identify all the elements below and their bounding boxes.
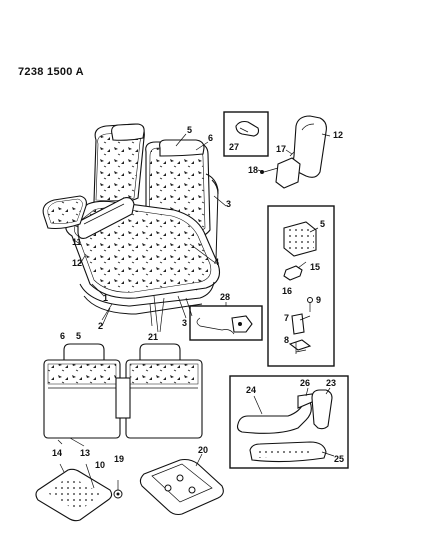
callout-15: 15 — [310, 262, 320, 272]
callout-21: 21 — [148, 332, 158, 342]
callout-3: 3 — [226, 199, 231, 209]
callout-1: 1 — [103, 293, 108, 303]
latch-box-27 — [223, 111, 269, 157]
seat-frame-icon — [43, 343, 203, 447]
callout-27: 27 — [229, 142, 239, 152]
callout-28: 28 — [220, 292, 230, 302]
callout-8: 8 — [284, 335, 289, 345]
callout-25: 25 — [334, 454, 344, 464]
trim-box — [229, 375, 349, 469]
leaders-top-left — [73, 133, 227, 333]
callout-9: 9 — [316, 295, 321, 305]
callout-10: 10 — [95, 460, 105, 470]
callout-2: 2 — [98, 321, 103, 331]
callout-7: 7 — [284, 313, 289, 323]
callout-16: 16 — [282, 286, 292, 296]
callout-19: 19 — [114, 454, 124, 464]
seat-assembly-icon — [42, 123, 221, 327]
callout-5c: 5 — [76, 331, 81, 341]
recliner-box-icon — [267, 205, 335, 367]
callout-6: 6 — [208, 133, 213, 143]
armrest-icon — [257, 115, 331, 189]
callout-24: 24 — [246, 385, 256, 395]
callout-23: 23 — [326, 378, 336, 388]
bracket-box-28 — [189, 302, 263, 341]
cushion-20 — [139, 453, 224, 516]
callout-12: 12 — [72, 258, 82, 268]
callout-4: 4 — [214, 257, 219, 267]
callout-labels: 5 6 3 4 11 12 1 2 21 3 27 12 17 18 5 15 … — [52, 125, 344, 470]
callout-12b: 12 — [333, 130, 343, 140]
callout-6b: 6 — [60, 331, 65, 341]
callout-26: 26 — [300, 378, 310, 388]
diagram-code: 7238 1500 A — [18, 66, 84, 78]
callout-11: 11 — [72, 237, 82, 247]
callout-14: 14 — [52, 448, 62, 458]
callout-3b: 3 — [182, 318, 187, 328]
cushion-10 — [35, 463, 123, 522]
callout-17: 17 — [276, 144, 286, 154]
callout-5b: 5 — [320, 219, 325, 229]
callout-20: 20 — [198, 445, 208, 455]
callout-18: 18 — [248, 165, 258, 175]
callout-5: 5 — [187, 125, 192, 135]
callout-13: 13 — [80, 448, 90, 458]
